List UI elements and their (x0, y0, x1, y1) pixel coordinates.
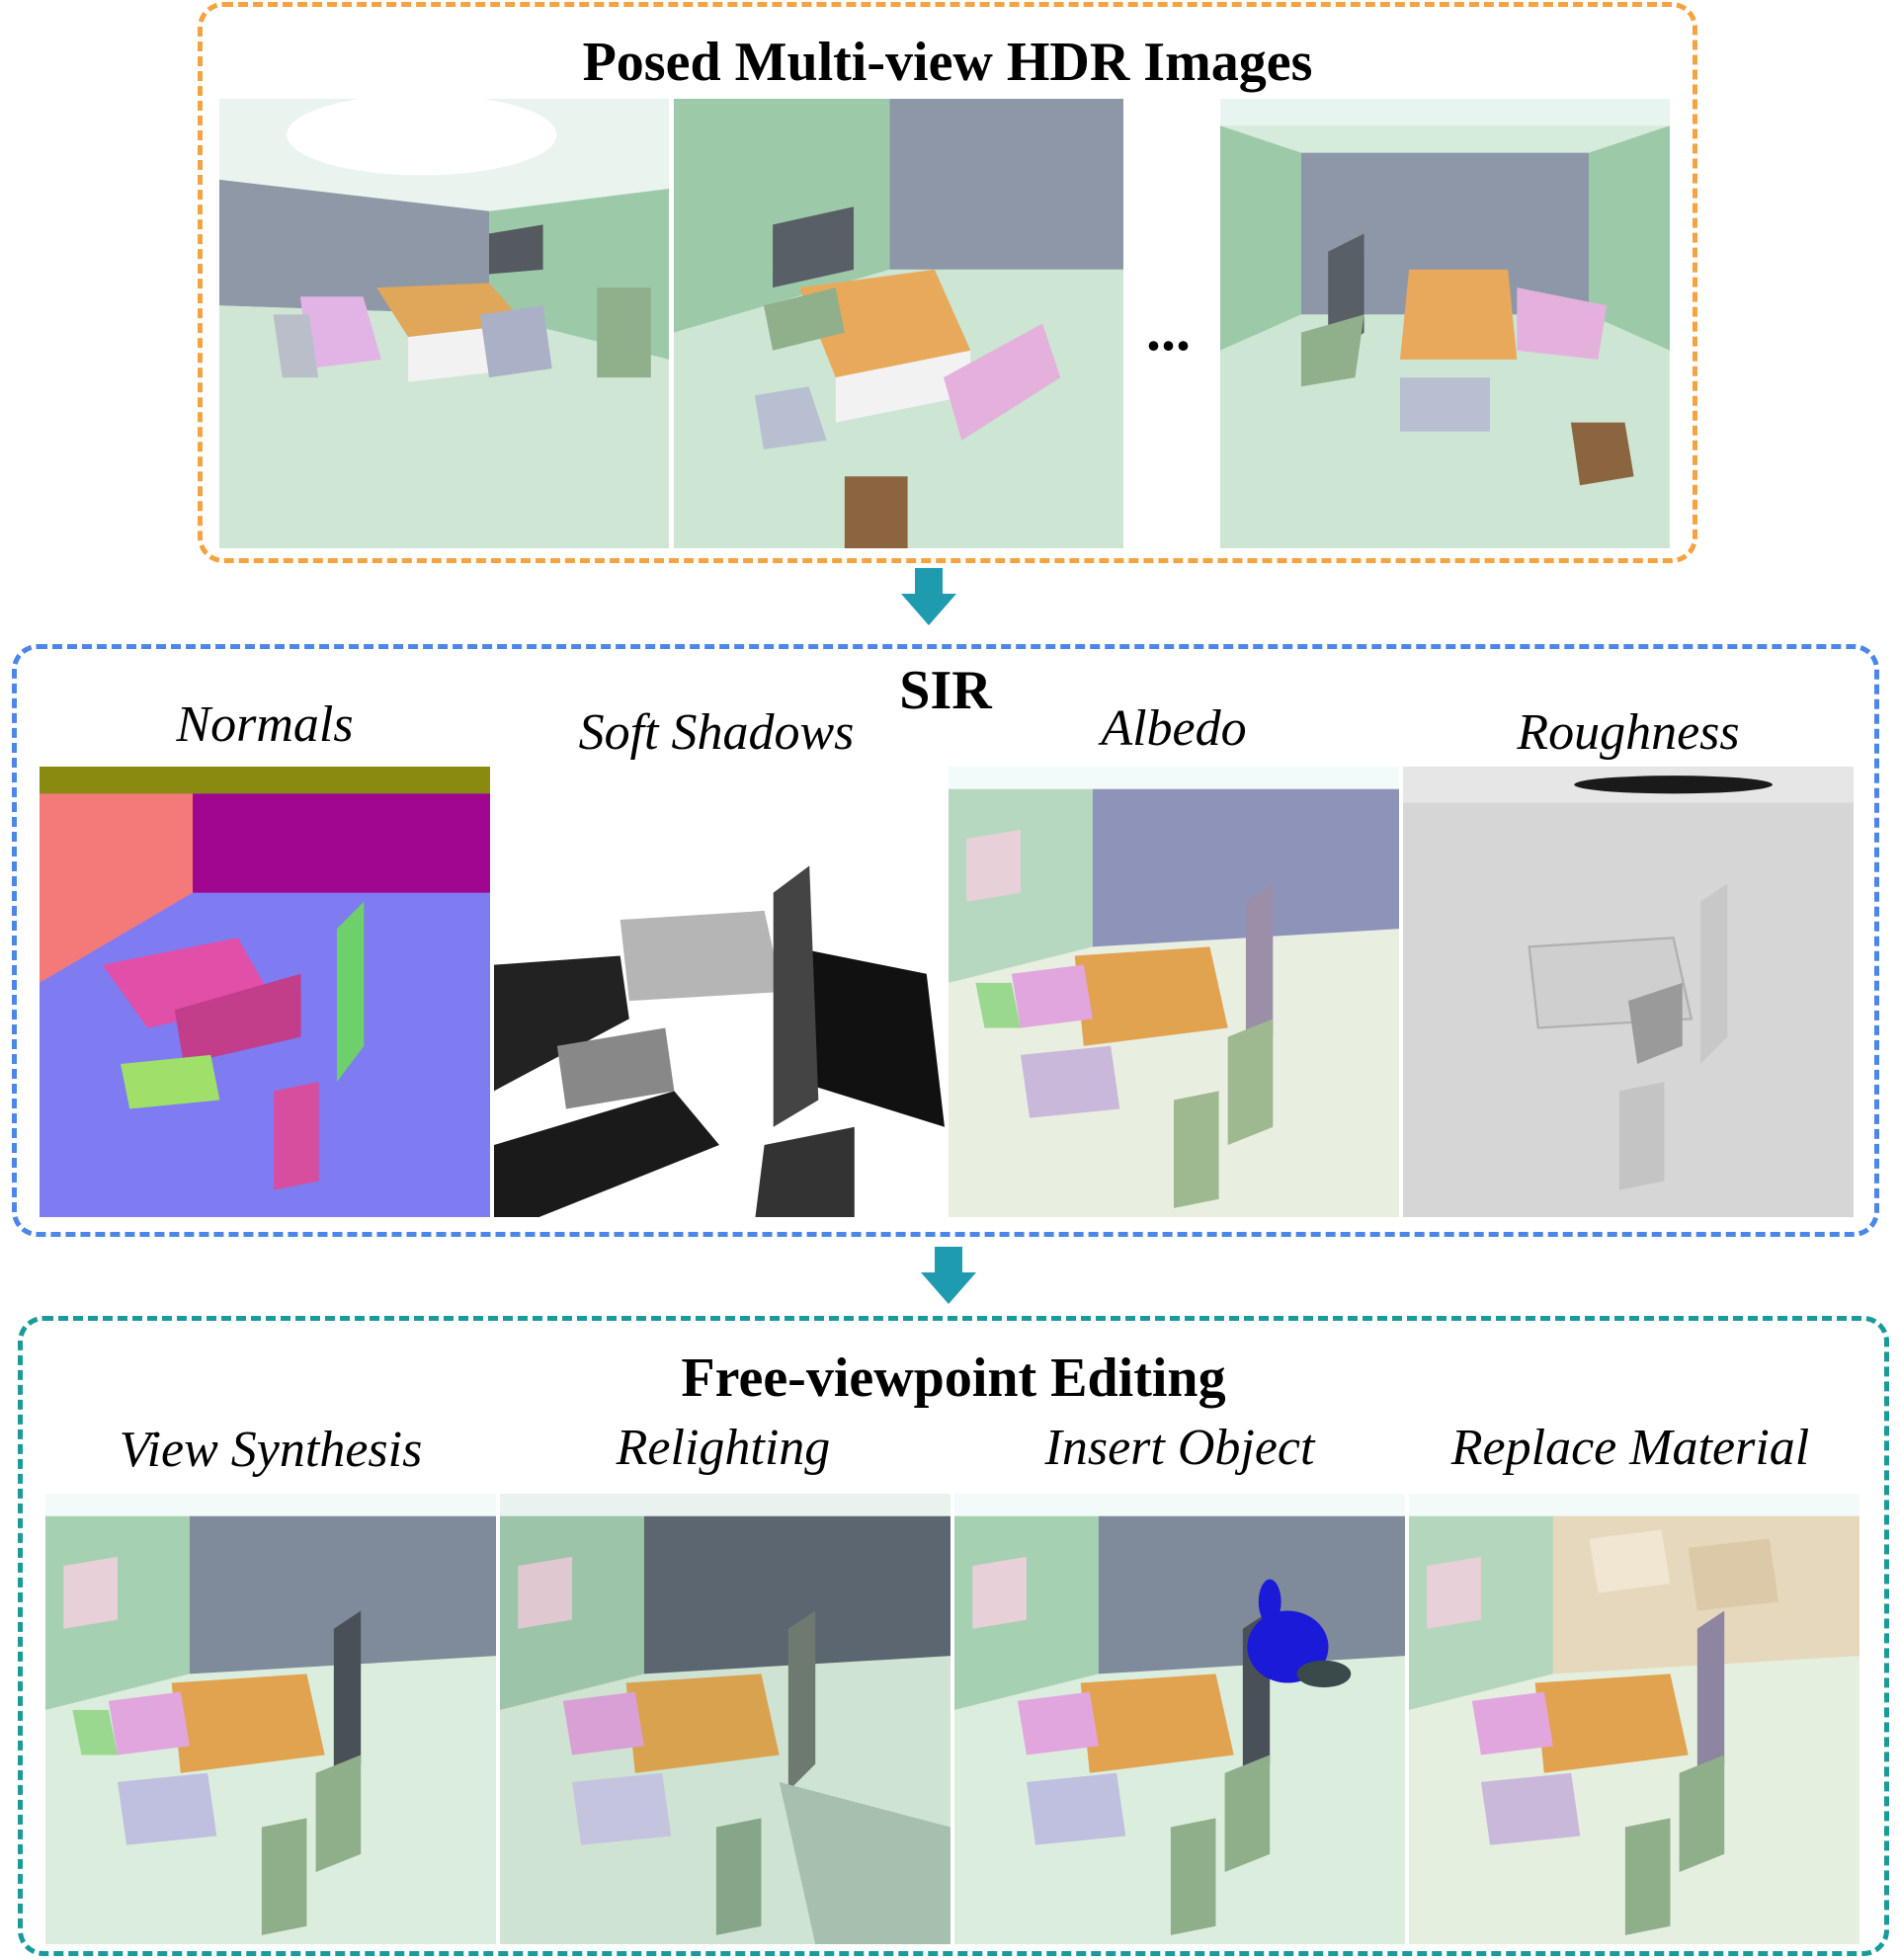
roughness-label: Roughness (1517, 704, 1740, 761)
hdr-images-title: Posed Multi-view HDR Images (582, 32, 1313, 93)
hdr-view-1-image (219, 99, 669, 548)
down-arrow-icon (901, 568, 956, 625)
free-viewpoint-editing-title: Free-viewpoint Editing (681, 1348, 1226, 1409)
hdr-view-2-image (674, 99, 1123, 548)
normals-image (40, 767, 490, 1217)
albedo-label: Albedo (1101, 700, 1247, 757)
sir-title: SIR (899, 660, 992, 721)
relighting-image (500, 1494, 950, 1944)
albedo-image (949, 767, 1399, 1217)
soft-shadows-label: Soft Shadows (578, 704, 855, 761)
view-synthesis-image (45, 1494, 496, 1944)
hdr-view-3-image (1220, 99, 1670, 548)
insert-object-label: Insert Object (1044, 1420, 1315, 1476)
soft-shadows-image (494, 767, 945, 1217)
roughness-image (1403, 767, 1854, 1217)
more-views-ellipsis: ... (1146, 297, 1191, 363)
replace-material-label: Replace Material (1450, 1420, 1810, 1476)
free-viewpoint-editing-panel: Free-viewpoint Editing (18, 1316, 1889, 1956)
relighting-label: Relighting (616, 1420, 831, 1476)
view-synthesis-label: View Synthesis (119, 1422, 423, 1478)
sir-panel: SIR (12, 644, 1879, 1237)
insert-object-image (954, 1494, 1405, 1944)
down-arrow-icon (921, 1247, 976, 1304)
hdr-images-panel: Posed Multi-view HDR Images (198, 2, 1697, 563)
replace-material-image (1409, 1494, 1859, 1944)
normals-label: Normals (176, 696, 354, 753)
